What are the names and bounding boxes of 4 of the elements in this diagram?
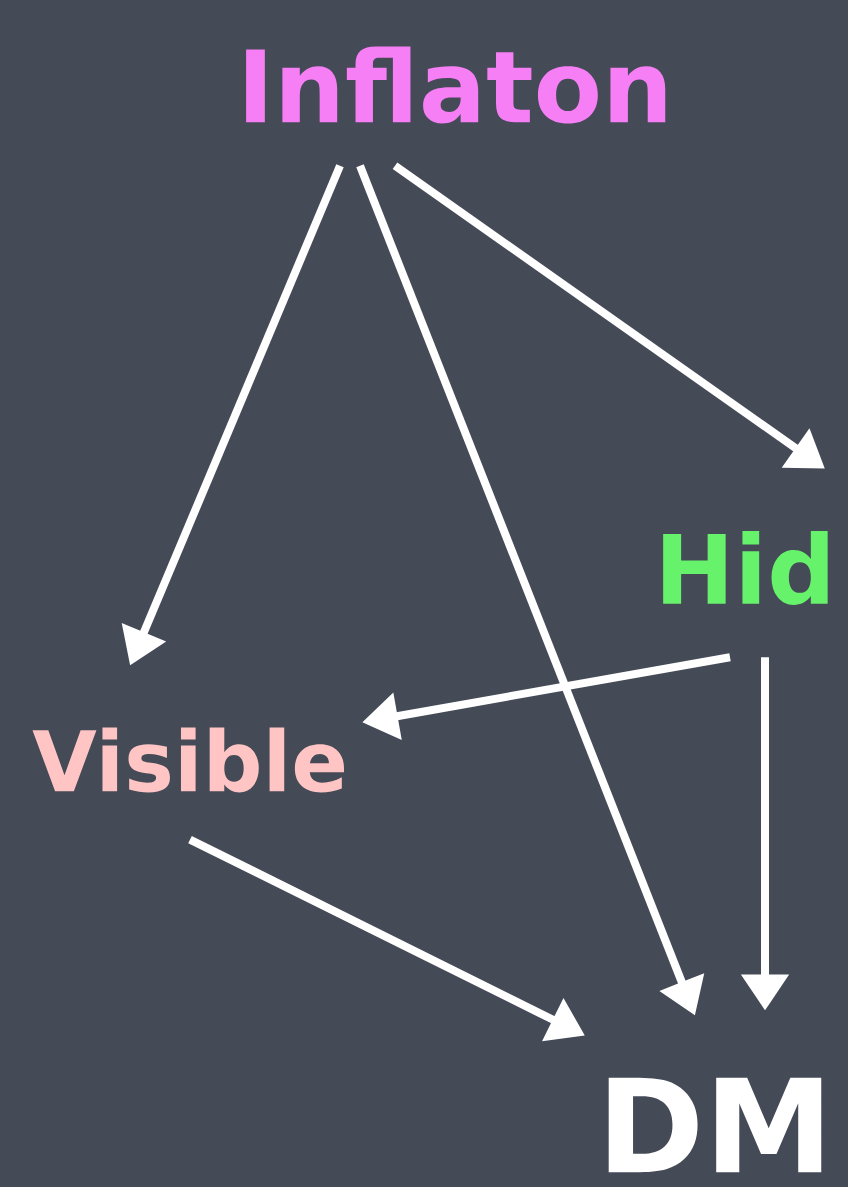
word-label: DM: [608, 1077, 822, 1173]
word-label: Inflaton: [246, 46, 666, 124]
word-label: Hid: [663, 531, 828, 605]
word-label: Visible: [32, 727, 344, 793]
